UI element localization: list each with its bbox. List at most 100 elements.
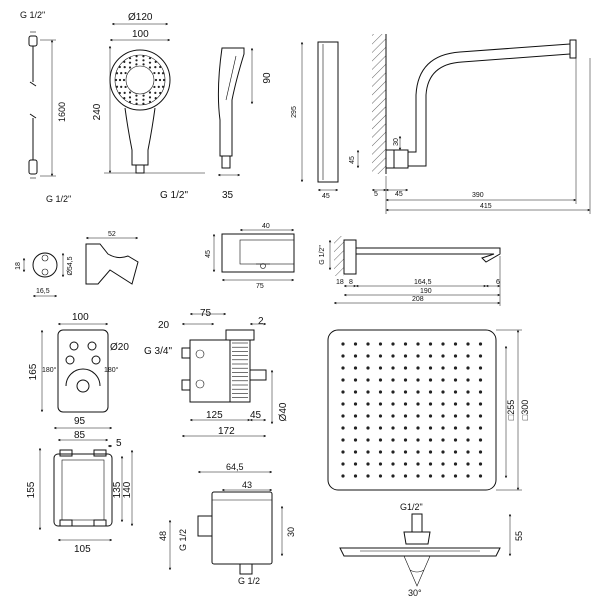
outlet-18: 18 [15, 262, 22, 270]
nozzle-dot [366, 426, 370, 430]
nozzle-dot [441, 366, 445, 370]
nozzle-dot [353, 354, 358, 358]
nozzle-dot [353, 426, 358, 430]
hand-shower-nozzle [123, 66, 126, 69]
head-300: □300 [520, 400, 530, 420]
nozzle-dot [341, 438, 345, 442]
box-40: 40 [262, 223, 270, 230]
mounting-frame: 95 85 5 155 135 140 105 [26, 416, 134, 555]
elbow-64-5: 64,5 [226, 462, 244, 472]
bar-width: 45 [322, 193, 330, 200]
nozzle-dot [453, 414, 458, 418]
nozzle-dot [366, 390, 370, 394]
plate-width: 100 [72, 312, 89, 323]
hand-shower-nozzle [142, 59, 145, 62]
nozzle-dot [391, 366, 395, 370]
nozzle-dot [391, 450, 395, 454]
nozzle-dot [453, 366, 458, 370]
spout-190: 190 [420, 288, 432, 295]
arm-30: 30 [393, 138, 400, 146]
hand-shower-nozzle [157, 72, 160, 75]
bar-height: 295 [291, 106, 298, 118]
hand-shower-nozzle [154, 60, 157, 63]
nozzle-dot [478, 354, 483, 358]
nozzle-dot [366, 414, 370, 418]
nozzle-dot [341, 474, 345, 478]
nozzle-dot [353, 438, 358, 442]
nozzle-dot [391, 426, 395, 430]
hand-shower-nozzle [142, 55, 145, 58]
hand-shower-nozzle [142, 94, 145, 97]
hand-shower-nozzle [114, 78, 118, 82]
nozzle-dot [466, 426, 470, 430]
nozzle-dot [441, 402, 445, 406]
nozzle-dot [428, 342, 433, 346]
hose-thread-bottom: G 1/2" [46, 194, 71, 204]
mixer-40: Ø40 [278, 402, 289, 421]
nozzle-dot [403, 402, 408, 406]
hand-shower-nozzle [154, 91, 157, 94]
nozzle-dot [403, 378, 408, 382]
hand-shower-nozzle [135, 94, 138, 97]
nozzle-dot [403, 474, 408, 478]
spout-6: 6 [496, 279, 500, 286]
nozzle-dot [378, 366, 383, 370]
nozzle-dot [428, 402, 433, 406]
hand-shower-nozzle [135, 63, 138, 66]
nozzle-dot [341, 366, 345, 370]
nozzle-dot [391, 438, 395, 442]
nozzle-dot [366, 438, 370, 442]
elbow-30: 30 [286, 527, 296, 537]
box-75: 75 [256, 283, 264, 290]
nozzle-dot [366, 462, 370, 466]
plate-angle-right: 180° [104, 366, 119, 374]
hand-shower-nozzle [148, 96, 152, 99]
nozzle-dot [378, 342, 383, 346]
nozzle-dot [341, 390, 345, 394]
elbow-thread-bottom: G 1/2 [238, 576, 260, 586]
nozzle-dot [428, 438, 433, 442]
nozzle-dot [441, 462, 445, 466]
nozzle-dot [466, 474, 470, 478]
hand-shower-front: Ø120 100 240 G 1/2" [92, 12, 205, 201]
nozzle-dot [366, 450, 370, 454]
nozzle-dot [416, 450, 420, 454]
wall-box: 40 45 75 [205, 223, 295, 290]
wall-elbow: 64,5 43 G 1/2 48 30 G 1/2 [158, 462, 296, 586]
nozzle-dot [378, 450, 383, 454]
nozzle-dot [416, 414, 420, 418]
nozzle-dot [391, 402, 395, 406]
nozzle-dot [416, 438, 420, 442]
hand-shower-side-35: 35 [222, 190, 234, 201]
shower-head-top: □255 □300 [327, 329, 530, 491]
nozzle-dot [353, 366, 358, 370]
nozzle-dot [453, 450, 458, 454]
hand-shower-nozzle [135, 102, 138, 105]
slide-bar: 295 45 [291, 41, 339, 200]
nozzle-dot [353, 474, 358, 478]
hand-shower-nozzle [161, 72, 165, 75]
nozzle-dot [441, 354, 445, 358]
hand-shower-nozzle [128, 91, 132, 94]
nozzle-dot [428, 426, 433, 430]
nozzle-dot [416, 354, 420, 358]
nozzle-dot [466, 450, 470, 454]
nozzle-dot [428, 354, 433, 358]
hand-shower-nozzle [159, 91, 162, 95]
nozzle-dot [466, 390, 470, 394]
nozzle-dot [416, 342, 420, 346]
spout: G 1/2" 18 8 164,5 6 190 208 [319, 236, 501, 306]
hand-shower-nozzle [122, 78, 126, 82]
outlet-dia: Ø54,5 [67, 256, 74, 275]
nozzle-dot [466, 462, 470, 466]
nozzle-dot [453, 462, 458, 466]
nozzle-dot [366, 354, 370, 358]
elbow-thread-left: G 1/2 [178, 529, 188, 551]
nozzle-dot [453, 378, 458, 382]
nozzle-dot [341, 342, 345, 346]
spout-164-5: 164,5 [414, 279, 432, 286]
nozzle-dot [416, 366, 420, 370]
hand-shower-thread: G 1/2" [160, 190, 188, 201]
hand-shower-nozzle [148, 57, 152, 60]
